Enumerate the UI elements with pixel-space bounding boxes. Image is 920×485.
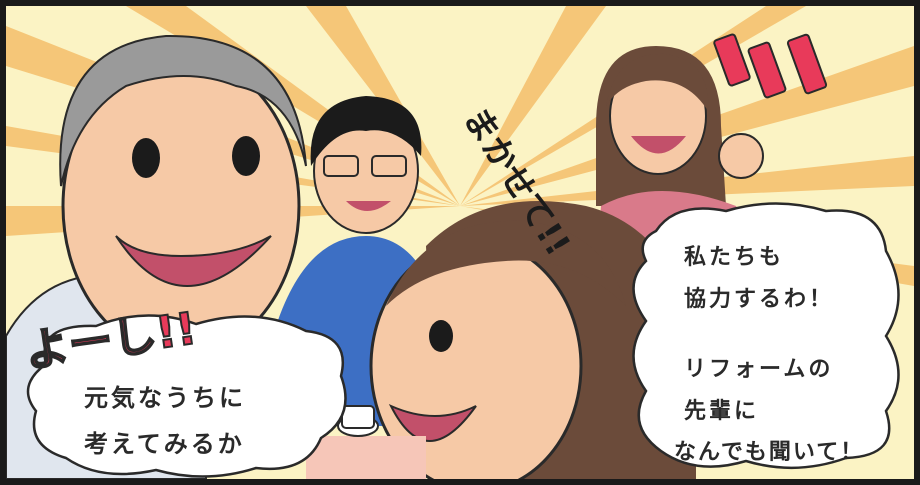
right-speech-bubble (632, 202, 900, 470)
left-speech-bubble (26, 314, 347, 478)
right-bubble-line-4: 先輩に (684, 399, 760, 424)
woman-figure (369, 201, 696, 479)
right-bubble-line-3: リフォームの (684, 357, 834, 382)
right-bubble-line-1: 私たちも (684, 245, 785, 270)
scene-illustration (6, 6, 914, 479)
left-bubble-line-1: 元気なうちに (84, 384, 246, 412)
left-bubble-line-2: 考えてみるか (84, 430, 245, 458)
excitement-marks (713, 33, 828, 99)
right-bubble-line-2: 協力するわ！ (684, 287, 835, 312)
table-and-cup (306, 405, 426, 479)
right-bubble-line-5: なんでも聞いて！ (674, 440, 865, 465)
